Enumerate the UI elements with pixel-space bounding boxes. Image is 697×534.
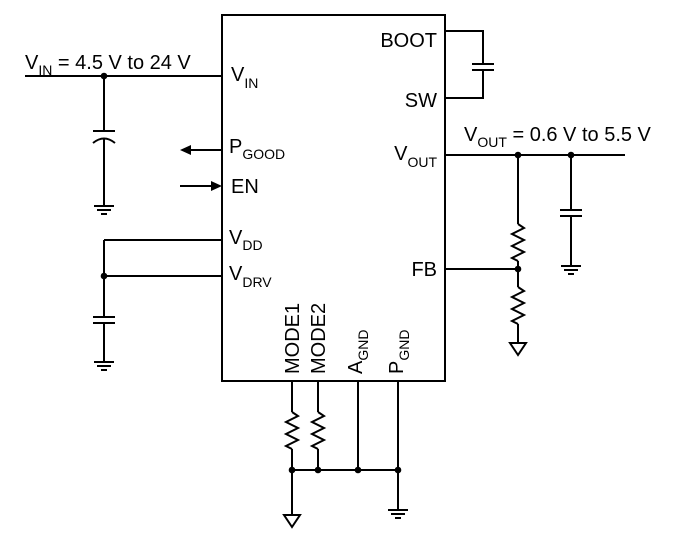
vout-capacitor [560,209,582,217]
mode2-resistor [309,411,327,450]
vdrv-ground-symbol [94,361,114,371]
output-voltage-label: VOUT = 0.6 V to 5.5 V [464,124,652,150]
fb-upper-resistor [509,223,527,262]
pin-mode2-label: MODE2 [308,303,330,374]
bottom-junction-dot-1 [288,466,296,474]
pin-fb-label: FB [411,259,437,281]
bootstrap-capacitor [472,63,494,71]
vout-net [445,151,625,357]
fb-ground-icon [508,342,528,357]
pin-vdrv-label: VDRV [229,263,272,290]
fb-lower-resistor [509,286,527,325]
pin-vdd-label: VDD [229,227,263,253]
bottom-junction-dot-2 [314,466,322,474]
vin-ground-symbol [94,205,114,215]
boot-sw-net [445,30,494,99]
pin-vin-label: VIN [231,64,258,91]
pin-en-label: EN [231,176,259,198]
pgood-arrow-icon [180,145,191,155]
vin-polarized-capacitor [92,130,116,144]
vdrv-capacitor [93,316,115,324]
pin-vout-label: VOUT [394,143,437,170]
mode1-resistor [283,411,301,450]
fb-junction-dot [514,265,522,273]
bottom-junction-dot-4 [394,466,402,474]
vin-net [25,72,222,215]
bottom-junction-dot-3 [354,466,362,474]
en-signal [180,181,222,191]
pin-boot-label: BOOT [380,30,437,52]
vdrv-junction-dot [100,272,108,280]
pin-pgnd-label: PGND [386,330,412,374]
pin-agnd-label: AGND [345,330,371,374]
vout-ground-symbol [561,265,581,275]
bottom-net [282,381,408,529]
mode-ground-icon [282,514,302,529]
pin-mode1-label: MODE1 [282,303,304,374]
input-voltage-label: VIN = 4.5 V to 24 V [25,52,191,78]
en-arrow-icon [211,181,222,191]
pin-pgood-label: PGOOD [229,136,285,162]
pgood-signal [180,145,222,155]
ic-body [221,14,446,382]
vdd-vdrv-net [93,239,222,371]
pin-sw-label: SW [405,90,437,112]
pgnd-ground-symbol [388,509,408,519]
